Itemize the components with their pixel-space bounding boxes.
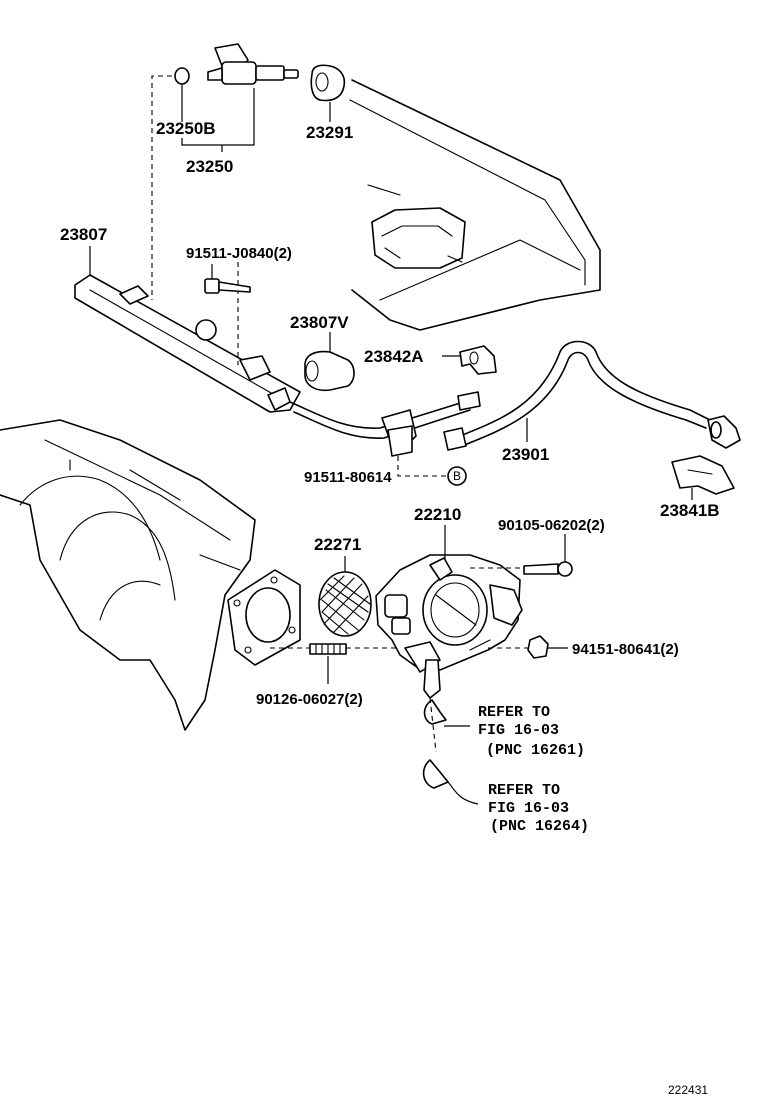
ref-1-line2: FIG 16-03 <box>478 722 559 739</box>
hose-pnc-16261 <box>423 699 447 725</box>
ref-1-line3: (PNC 16261) <box>486 742 585 759</box>
throttle-body-22210 <box>375 554 523 699</box>
bolt-91511-j0840 <box>204 278 251 294</box>
insulator-23291 <box>310 64 346 102</box>
fuel-hose-23901 <box>289 340 741 451</box>
label-90126-06027: 90126-06027(2) <box>256 691 363 708</box>
diagram-number: 222431 <box>668 1083 708 1097</box>
label-23250: 23250 <box>186 157 233 176</box>
ref-1-line1: REFER TO <box>478 704 550 721</box>
fuel-injector <box>174 43 299 85</box>
o-ring-23250b <box>174 67 190 85</box>
ref-2-line1: REFER TO <box>488 782 560 799</box>
nut-94151-80641 <box>527 635 549 659</box>
label-23842a: 23842A <box>364 347 424 366</box>
bracket-91511-80614 <box>387 425 413 457</box>
label-22210: 22210 <box>414 505 461 524</box>
ref-2-line2: FIG 16-03 <box>488 800 569 817</box>
label-23291: 23291 <box>306 123 353 142</box>
label-23807v: 23807V <box>290 313 349 332</box>
label-91511-j0840: 91511-J0840(2) <box>186 245 292 262</box>
label-23901: 23901 <box>502 445 549 464</box>
label-23807: 23807 <box>60 225 107 244</box>
intake-manifold-outline <box>0 419 256 731</box>
label-22271: 22271 <box>314 535 361 554</box>
engine-cover-outline <box>349 79 601 331</box>
stud-90126-06027 <box>309 643 347 655</box>
bolt-90105-06202 <box>523 561 573 577</box>
manifold-flange <box>227 569 301 666</box>
label-91511-80614: 91511-80614 <box>304 469 392 486</box>
hose-pnc-16264 <box>422 759 449 789</box>
label-94151-80641: 94151-80641(2) <box>572 641 679 658</box>
ref-2-line3: (PNC 16264) <box>490 818 589 835</box>
clamp-23841b <box>671 455 735 495</box>
label-90105-06202: 90105-06202(2) <box>498 517 605 534</box>
fuel-delivery-pipe <box>74 274 301 413</box>
gasket-22271 <box>318 571 372 637</box>
damper-23807v <box>304 350 355 392</box>
label-23250b: 23250B <box>156 119 216 138</box>
marker-b-letter: B <box>453 469 461 483</box>
label-23841b: 23841B <box>660 501 720 520</box>
clamp-23842a <box>459 345 497 375</box>
marker-b-circle <box>447 466 467 486</box>
